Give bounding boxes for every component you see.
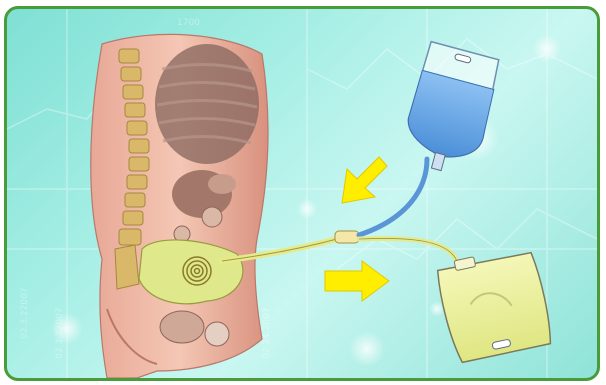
bg-tick-label: 1700: [177, 18, 200, 28]
bg-tick-label: 02.24.2007: [262, 307, 272, 359]
peritoneal-dialysis-illustration: 1700 02.3.22007 02.3.22007 02.24.2007: [7, 9, 597, 378]
tube-connector: [335, 231, 359, 243]
illustration-frame: 1700 02.3.22007 02.3.22007 02.24.2007: [4, 6, 600, 381]
drain-bag-icon: [434, 244, 554, 364]
arrow-outflow-icon: [325, 261, 389, 301]
bg-tick-label: 02.3.22007: [20, 287, 30, 339]
torso-cross-section: [91, 34, 268, 378]
arrow-inflow-icon: [342, 157, 387, 203]
iv-bag-icon: [398, 41, 504, 179]
bg-tick-label: 02.3.22007: [55, 307, 65, 359]
